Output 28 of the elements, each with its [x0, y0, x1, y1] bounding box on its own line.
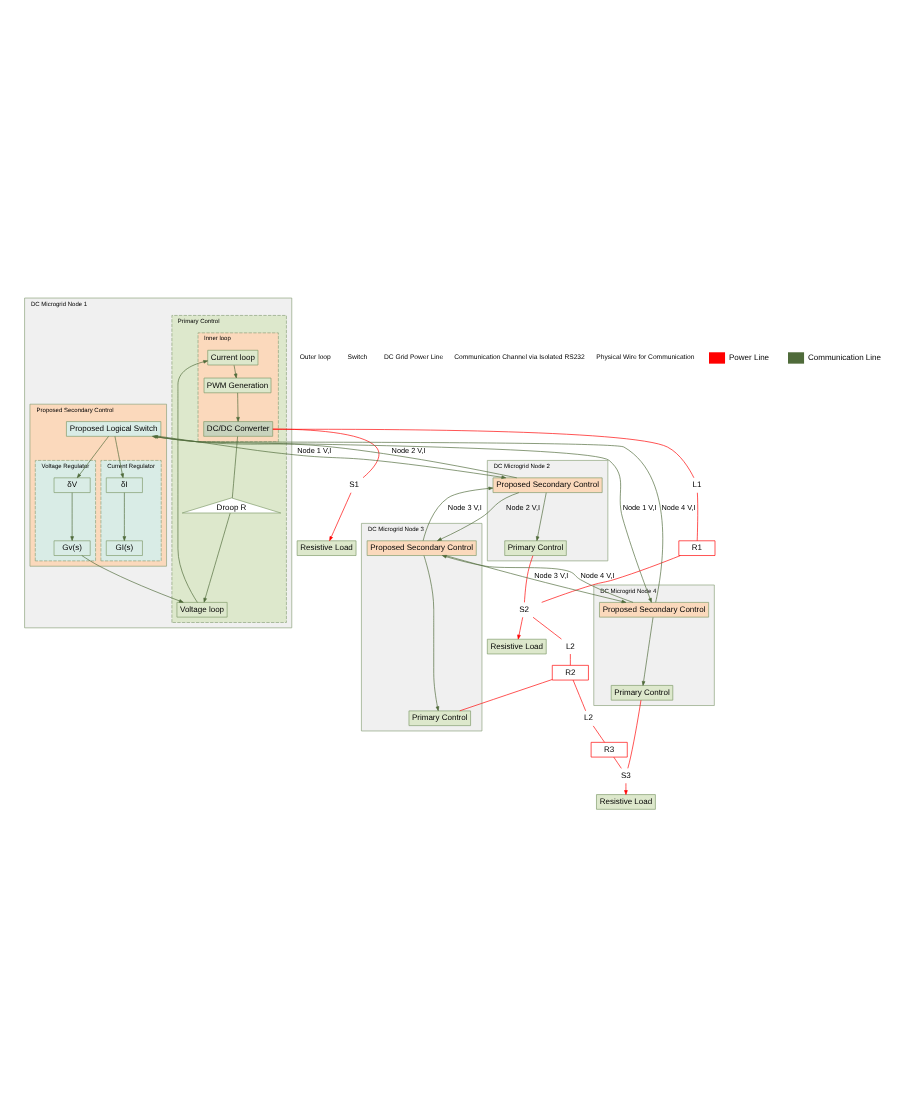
connector [696, 491, 699, 541]
connector [572, 678, 586, 711]
arrow [81, 554, 184, 602]
connector [592, 724, 605, 742]
connector [532, 615, 562, 639]
connector [524, 554, 534, 602]
arrow [641, 616, 654, 685]
arrow [177, 359, 208, 602]
arrow [329, 491, 352, 540]
arrow [437, 491, 520, 541]
connector [232, 435, 238, 498]
arrow [535, 491, 547, 540]
arrow [422, 485, 494, 541]
arrow [423, 554, 440, 711]
connector [627, 698, 642, 768]
arrow [233, 363, 238, 378]
connector [272, 427, 380, 477]
connector [459, 678, 553, 711]
arrow [203, 511, 231, 602]
arrow [624, 781, 628, 794]
connector [541, 554, 681, 602]
arrow [236, 391, 240, 421]
arrow [114, 435, 124, 478]
arrow [76, 435, 109, 478]
connector [272, 427, 695, 478]
arrow [70, 491, 74, 540]
arrow [122, 491, 127, 540]
arrow [517, 615, 524, 639]
